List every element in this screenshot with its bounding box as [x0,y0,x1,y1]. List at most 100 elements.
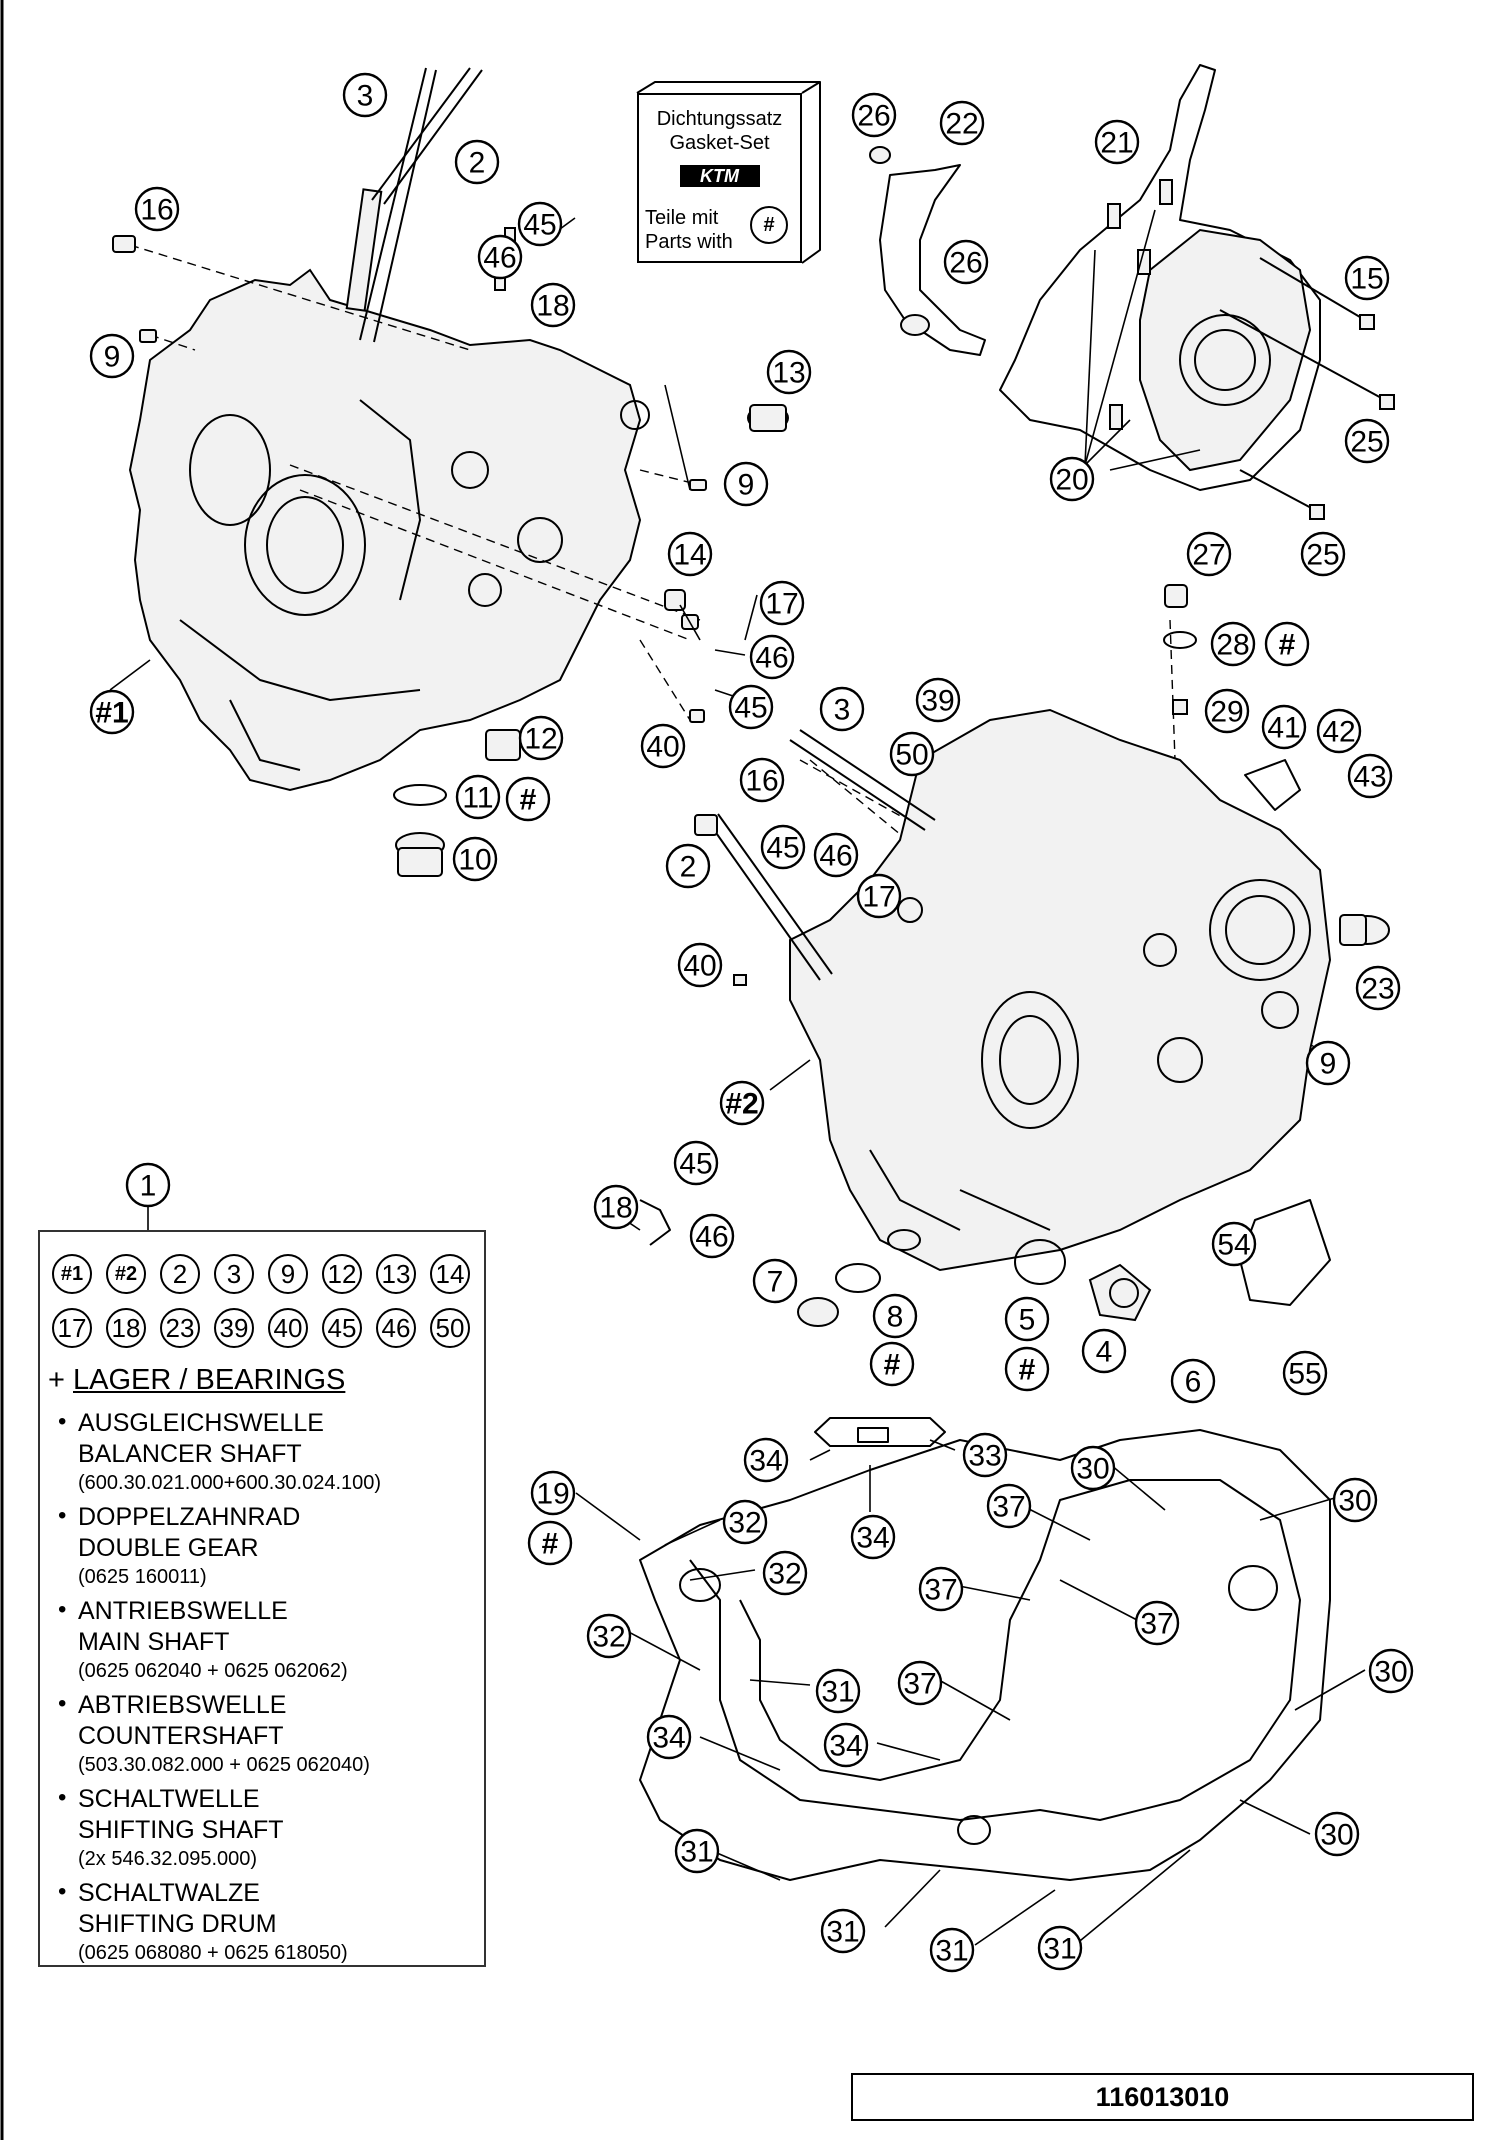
callout-37: 37 [897,1660,943,1706]
callout-31: 31 [1037,1925,1083,1971]
callout-label: 28 [1216,629,1249,662]
bearing-name-de: SCHALTWELLE [78,1785,260,1813]
bearing-part-numbers: (0625 160011) [78,1566,207,1588]
callout-label: 46 [755,642,788,675]
callout-label: 31 [821,1676,854,1709]
callout-label: 45 [766,832,799,865]
callout-32: 32 [722,1499,768,1545]
legend-chip: 13 [376,1254,416,1294]
callout-label: 32 [592,1621,625,1654]
bearing-item: ABTRIEBSWELLECOUNTERSHAFT(503.30.082.000… [54,1690,479,1778]
callout-label: 18 [599,1192,632,1225]
callout-41: 41 [1261,704,1307,750]
callout-21: 21 [1094,119,1140,165]
legend-chip: 40 [268,1308,308,1348]
callout-label: 2 [680,851,697,884]
callout-16: 16 [739,757,785,803]
ktm-logo: KTM [679,165,760,187]
callout-hash2: #2 [719,1080,765,1126]
callout-label: 30 [1338,1485,1371,1518]
callout-label: 2 [469,147,486,180]
callout-9: 9 [89,333,135,379]
callout-label: 22 [945,108,978,141]
callout-label: 21 [1100,127,1133,160]
callout-15: 15 [1344,255,1390,301]
callout-17: 17 [856,873,902,919]
callout-25: 25 [1344,418,1390,464]
callout-hash: # [1264,621,1310,667]
callout-label: 9 [738,469,755,502]
callout-label: 46 [695,1221,728,1254]
callout-label: 33 [968,1440,1001,1473]
callout-label: #1 [95,697,128,730]
bearings-heading-text: LAGER / BEARINGS [73,1364,346,1396]
callout-label: 16 [745,765,778,798]
callout-label: 46 [819,840,852,873]
gasket-22 [869,146,986,356]
crankcase-half-1 [128,268,650,792]
callout-label: 32 [768,1558,801,1591]
legend-chip: 12 [322,1254,362,1294]
callout-label: 41 [1267,712,1300,745]
callout-13: 13 [766,349,812,395]
callout-12: 12 [518,715,564,761]
callout-label: 42 [1322,716,1355,749]
legend-chip: 45 [322,1308,362,1348]
callout-4: 4 [1081,1328,1127,1374]
legend-chip: 14 [430,1254,470,1294]
callout-31: 31 [674,1828,720,1874]
callout-label: 20 [1055,464,1088,497]
drawing-number: 116013010 [851,2073,1474,2121]
callout-label: 34 [749,1445,782,1478]
legend-chip: 17 [52,1308,92,1348]
callout-label: 17 [765,588,798,621]
callout-label: 16 [140,194,173,227]
callout-45: 45 [517,201,563,247]
callout-label: 30 [1320,1819,1353,1852]
callout-label: 45 [679,1148,712,1181]
callout-28: 28 [1210,621,1256,667]
cover-gasket-21 [999,64,1321,491]
callout-label: 34 [856,1522,889,1555]
callout-32: 32 [586,1613,632,1659]
callout-23: 23 [1355,965,1401,1011]
shafts-lower [694,729,936,981]
callout-46: 46 [689,1213,735,1259]
callout-46: 46 [813,832,859,878]
callout-label: 45 [734,692,767,725]
bearing-part-numbers: (600.30.021.000+600.30.024.100) [78,1472,382,1494]
callout-label: 13 [772,357,805,390]
callout-label: 6 [1185,1366,1202,1399]
callout-18: 18 [530,282,576,328]
callout-label: 7 [767,1266,784,1299]
callout-50: 50 [889,731,935,777]
callout-label: 37 [992,1491,1025,1524]
crankcase-gasket [639,1417,1331,1881]
legend-chip: 23 [160,1308,200,1348]
legend-chip: 18 [106,1308,146,1348]
callout-22: 22 [939,100,985,146]
callout-32: 32 [762,1550,808,1596]
bearings-heading: + LAGER / BEARINGS [48,1364,345,1397]
callout-46: 46 [477,234,523,280]
callout-2: 2 [454,139,500,185]
callout-26: 26 [943,239,989,285]
callout-label: # [884,1349,901,1382]
callout-hash1: #1 [89,689,135,735]
callout-label: 34 [829,1730,862,1763]
callout-label: 9 [1320,1048,1337,1081]
callout-label: 4 [1096,1336,1113,1369]
callout-label: 39 [921,685,954,718]
callout-37: 37 [1134,1600,1180,1646]
callout-11: 11 [455,774,501,820]
callout-30: 30 [1332,1477,1378,1523]
callout-hash: # [527,1520,573,1566]
callout-label: 55 [1288,1358,1321,1391]
callout-30: 30 [1368,1648,1414,1694]
small-parts-upper-left [112,227,789,877]
bearing-name-en: SHIFTING SHAFT [78,1816,284,1844]
